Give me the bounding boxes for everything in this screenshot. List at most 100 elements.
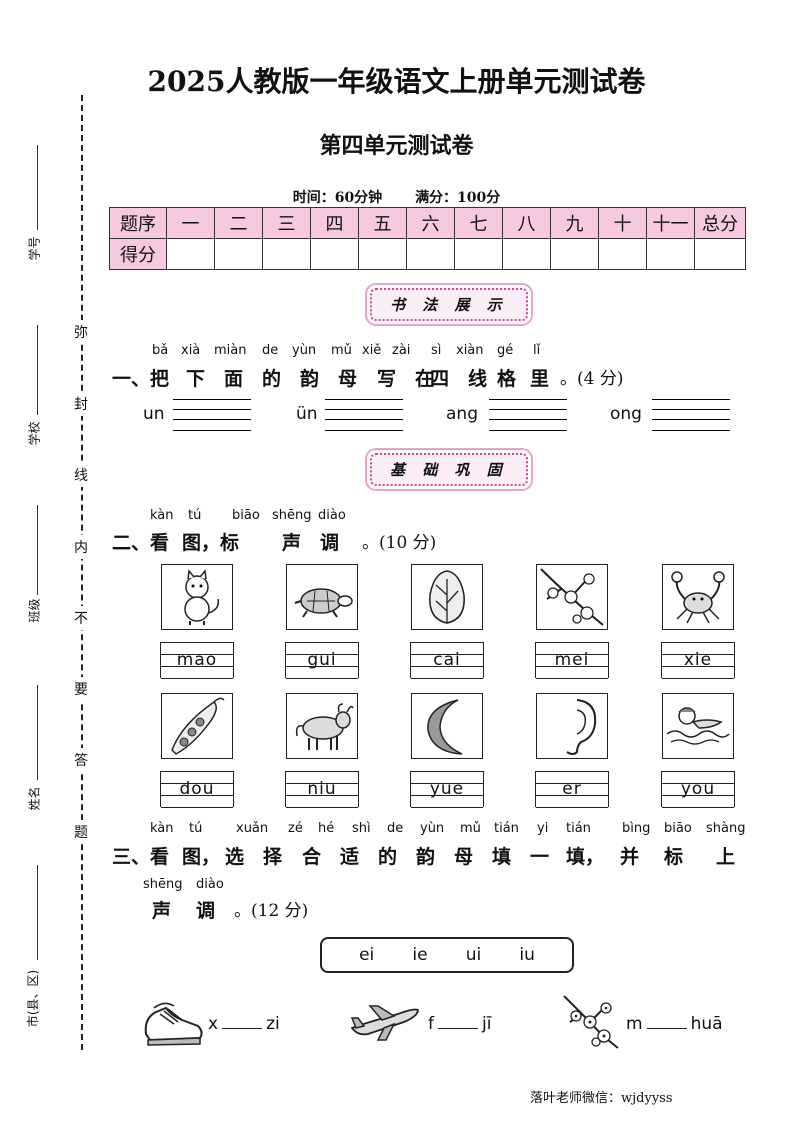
score-cell[interactable] xyxy=(214,238,263,270)
fill-blank[interactable] xyxy=(438,1014,478,1029)
grid-line xyxy=(161,678,233,679)
time-label: 时间：60分钟 xyxy=(292,190,383,206)
pinyin-syllable: zài xyxy=(392,343,411,358)
score-row-head: 题序 xyxy=(109,207,167,239)
pinyin-syllable: diào xyxy=(196,877,224,892)
pinyin-syllable: tú xyxy=(188,508,202,523)
score-cell[interactable] xyxy=(502,238,551,270)
seal-char: 要 xyxy=(74,677,88,701)
score-cell[interactable] xyxy=(358,238,407,270)
score-cell[interactable] xyxy=(262,238,311,270)
grid-line xyxy=(536,771,608,772)
fill-after: zi xyxy=(266,1014,280,1034)
question-char: 图，标 xyxy=(182,532,240,554)
pinyin-tone-box[interactable]: gui xyxy=(285,642,359,679)
four-line-grid[interactable] xyxy=(652,399,730,431)
pinyin-tone-box[interactable]: mao xyxy=(160,642,234,679)
score-cell[interactable] xyxy=(166,238,215,270)
grid-line xyxy=(411,783,483,784)
fill-initial: x xyxy=(208,1014,219,1034)
score-cell[interactable] xyxy=(694,238,746,270)
pinyin-syllable: miàn xyxy=(214,343,247,358)
pinyin-syllable: mǔ xyxy=(331,343,352,358)
pinyin-syllable: yùn xyxy=(292,343,317,358)
grid-line xyxy=(286,666,358,667)
pinyin-syllable: shàng xyxy=(706,821,746,836)
pinyin-tone-box[interactable]: xie xyxy=(661,642,735,679)
pinyin-tone-box[interactable]: yue xyxy=(410,771,484,808)
question-char: 合 xyxy=(302,846,322,868)
score-col: 五 xyxy=(358,207,407,239)
cabbage-icon xyxy=(411,564,483,630)
school-label: 学校 xyxy=(27,421,42,446)
grid-line xyxy=(161,666,233,667)
question-char: 填， xyxy=(566,846,605,868)
pea-pod-icon xyxy=(161,693,233,759)
pinyin-syllable: xiàn xyxy=(456,343,484,358)
question-char: 图， xyxy=(182,846,221,868)
grid-line xyxy=(161,654,233,655)
cat-icon xyxy=(161,564,233,630)
pinyin-tone-box[interactable]: mei xyxy=(535,642,609,679)
score-cell[interactable] xyxy=(550,238,599,270)
question-char: 适 xyxy=(340,846,360,868)
score-cell[interactable] xyxy=(406,238,455,270)
seal-char: 线 xyxy=(74,463,88,487)
score-cell[interactable] xyxy=(598,238,647,270)
name-write-line xyxy=(37,685,38,780)
grid-line xyxy=(662,654,734,655)
pinyin-tone-box[interactable]: you xyxy=(661,771,735,808)
pinyin-syllable: yùn xyxy=(420,821,445,836)
score-col: 三 xyxy=(262,207,311,239)
question-char: 二、看 xyxy=(112,532,170,554)
pinyin-text: er xyxy=(562,779,582,799)
question-char: 并 xyxy=(620,846,640,868)
pinyin-syllable: xià xyxy=(181,343,201,358)
section-badge-basics: 基 础 巩 固 xyxy=(370,453,528,486)
pinyin-syllable: hé xyxy=(318,821,335,836)
pinyin-tone-box[interactable]: niu xyxy=(285,771,359,808)
score-col: 十 xyxy=(598,207,647,239)
question-char: 韵 xyxy=(300,368,320,390)
pinyin-syllable: bǎ xyxy=(152,343,169,358)
grid-line xyxy=(286,807,358,808)
question-char: 调 xyxy=(196,900,216,922)
score-col: 六 xyxy=(406,207,455,239)
score-row-head: 得分 xyxy=(109,238,167,270)
pinyin-syllable: tú xyxy=(189,821,203,836)
fill-blank[interactable] xyxy=(222,1014,263,1029)
pinyin-syllable: yi xyxy=(537,821,549,836)
airplane-icon xyxy=(348,1000,422,1042)
four-line-grid[interactable] xyxy=(325,399,403,431)
pinyin-tone-box[interactable]: er xyxy=(535,771,609,808)
four-line-grid[interactable] xyxy=(489,399,567,431)
score-cell[interactable] xyxy=(310,238,359,270)
pinyin-syllable: de xyxy=(387,821,404,836)
pinyin-tone-box[interactable]: cai xyxy=(410,642,484,679)
fill-after: jī xyxy=(482,1014,492,1034)
class-write-line xyxy=(37,505,38,595)
score-cell[interactable] xyxy=(454,238,503,270)
grid-line xyxy=(536,807,608,808)
question-char: 在 xyxy=(415,368,435,390)
fill-initial: m xyxy=(626,1014,643,1034)
question-char: 三、看 xyxy=(112,846,170,868)
pinyin-text: dou xyxy=(179,779,215,799)
vowel-label: ong xyxy=(610,404,642,424)
question-char: 。(12 分) xyxy=(234,901,309,921)
pinyin-text: cai xyxy=(433,650,461,670)
score-cell[interactable] xyxy=(646,238,695,270)
city-label: 市(县、区) xyxy=(26,969,41,1028)
pinyin-tone-box[interactable]: dou xyxy=(160,771,234,808)
vowel-label: ün xyxy=(296,404,318,424)
four-line-grid[interactable] xyxy=(173,399,251,431)
turtle-icon xyxy=(286,564,358,630)
choice-vowel: ei xyxy=(359,945,375,965)
question-char: 声 xyxy=(282,532,302,554)
swimmer-icon xyxy=(662,693,734,759)
score-table: 题序 一 二 三 四 五 六 七 八 九 十 十一 总分 得分 xyxy=(109,207,746,270)
pinyin-syllable: shēng xyxy=(143,877,183,892)
fill-blank[interactable] xyxy=(646,1014,687,1029)
